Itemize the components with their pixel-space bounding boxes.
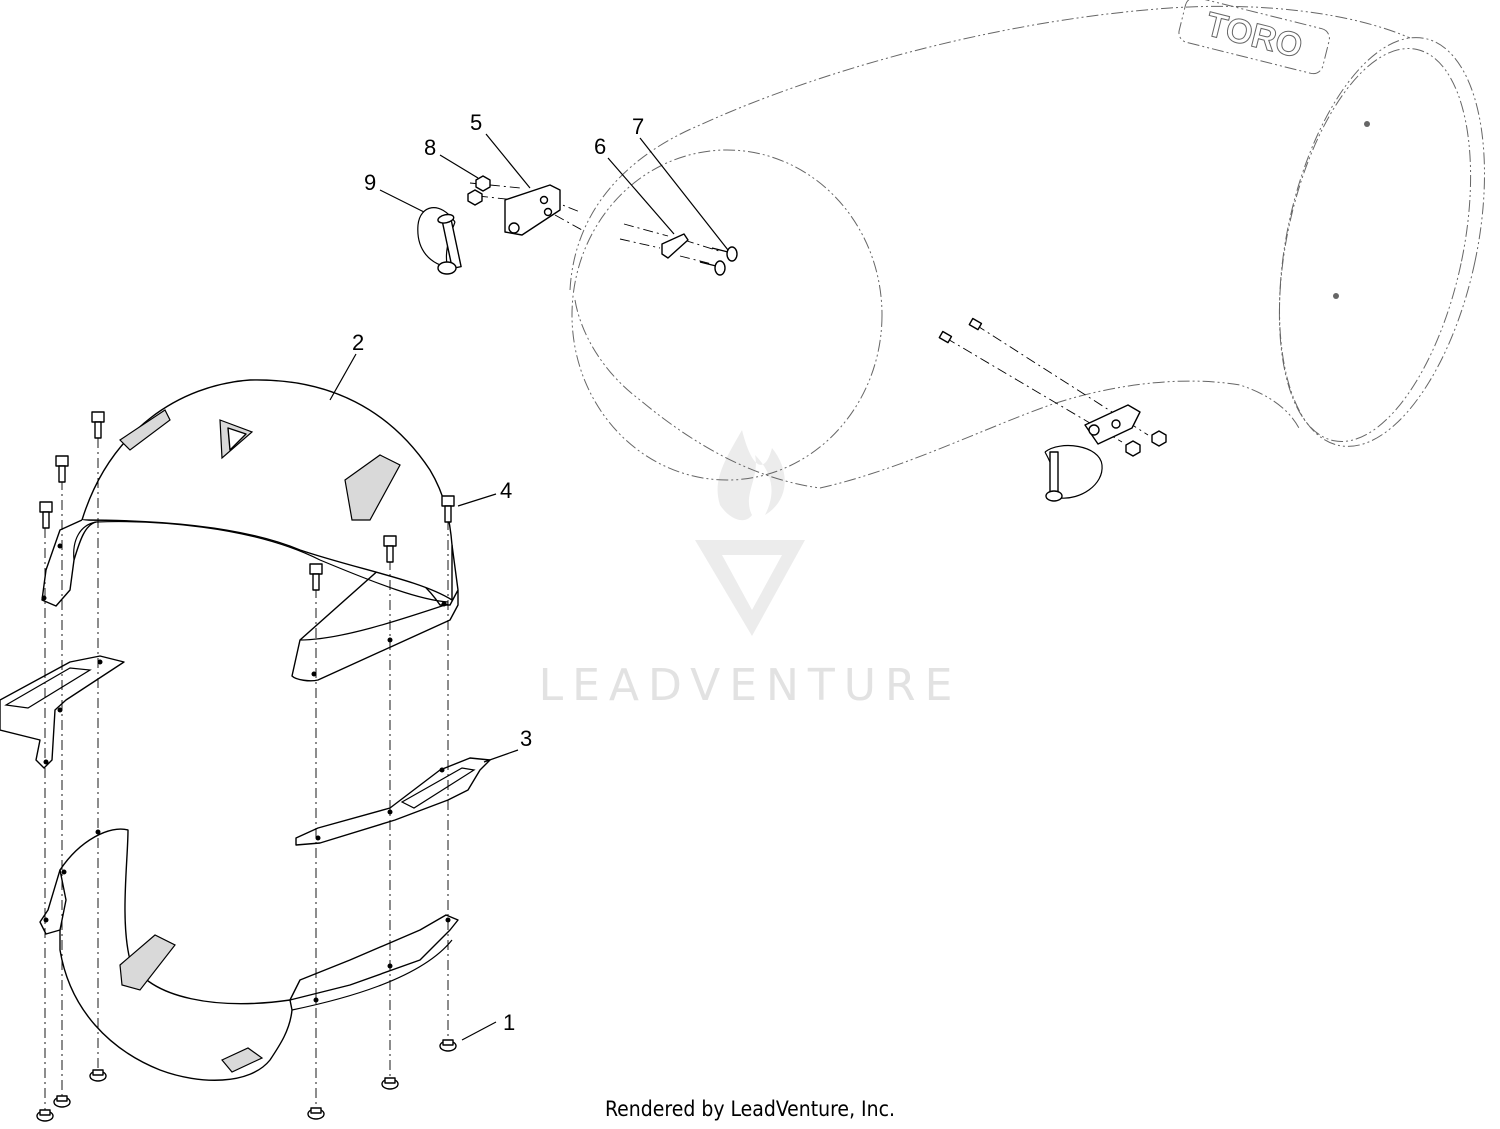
plate-item-6	[661, 233, 689, 259]
nut-item-1	[36, 1039, 457, 1122]
left-bracket	[0, 655, 125, 769]
rendered-by-footer: Rendered by LeadVenture, Inc.	[605, 1097, 895, 1121]
watermark-v-icon	[695, 540, 805, 636]
leadventure-watermark: LEADVENTURE	[539, 430, 962, 711]
callout-3: 3	[520, 726, 532, 751]
lower-tube-mount	[938, 317, 1167, 502]
svg-text:TORO: TORO	[1202, 5, 1306, 65]
bolt-item-7	[699, 246, 738, 276]
callout-2: 2	[352, 330, 364, 355]
callout-6: 6	[594, 134, 606, 159]
phantom-discharge-tube: TORO	[569, 0, 1485, 489]
pin-clip-item-9	[417, 207, 456, 269]
callout-4: 4	[500, 478, 512, 503]
watermark-flame-icon	[717, 430, 785, 521]
upper-mount-hardware	[417, 175, 738, 276]
bolt-item-4	[39, 411, 455, 591]
bracket-item-3	[295, 757, 491, 846]
nut-item-8	[475, 175, 491, 192]
callout-5: 5	[470, 110, 482, 135]
leader-lines	[329, 133, 729, 1041]
upper-shroud-item-2	[41, 379, 459, 682]
watermark-text: LEADVENTURE	[539, 660, 962, 711]
callout-7: 7	[632, 114, 644, 139]
toro-logo: TORO	[1178, 0, 1330, 75]
callout-9: 9	[364, 170, 376, 195]
fastener-stack	[36, 411, 457, 1122]
callout-8: 8	[424, 135, 436, 160]
callout-1: 1	[503, 1010, 515, 1035]
lower-shroud	[39, 828, 459, 1081]
callout-labels: 1 2 3 4 5 6 7 8 9	[352, 110, 644, 1035]
